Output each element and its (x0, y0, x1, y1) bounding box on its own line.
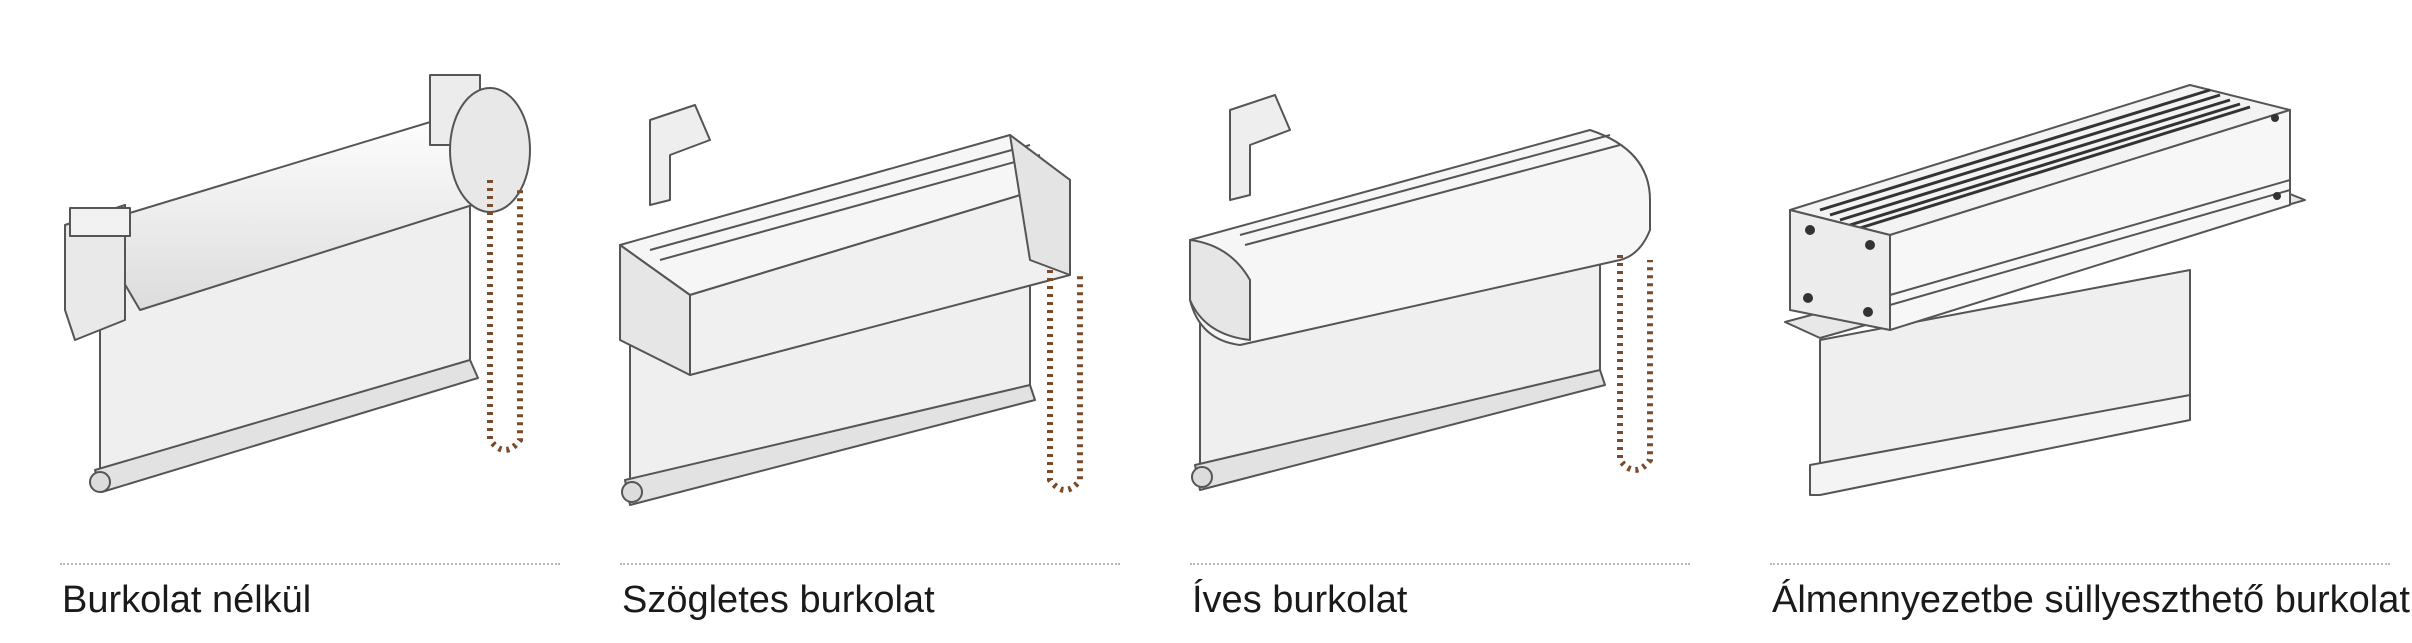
product-card-ives-burkolat[interactable]: Íves burkolat (1180, 0, 1700, 643)
divider (1770, 563, 2390, 565)
product-card-szogletes-burkolat[interactable]: Szögletes burkolat (610, 0, 1130, 643)
roller-blind-curved-cassette-illustration (1189, 94, 1653, 491)
divider (1190, 563, 1690, 565)
product-label: Íves burkolat (1192, 579, 1408, 621)
product-label: Álmennyezetbe süllyeszthető burkolat (1772, 579, 2410, 621)
roller-blind-no-cassette-illustration (64, 74, 531, 493)
divider (60, 563, 560, 565)
product-card-burkolat-nelkul[interactable]: Burkolat nélkül (50, 0, 570, 643)
roller-blind-recessed-cassette-illustration (1784, 84, 2306, 496)
product-card-almennyezetbe-sullyeszheto-burkolat[interactable]: Álmennyezetbe süllyeszthető burkolat (1760, 0, 2410, 643)
product-label: Burkolat nélkül (62, 579, 312, 621)
divider (620, 563, 1120, 565)
product-label: Szögletes burkolat (622, 579, 935, 621)
roller-blind-square-cassette-illustration (619, 104, 1083, 506)
